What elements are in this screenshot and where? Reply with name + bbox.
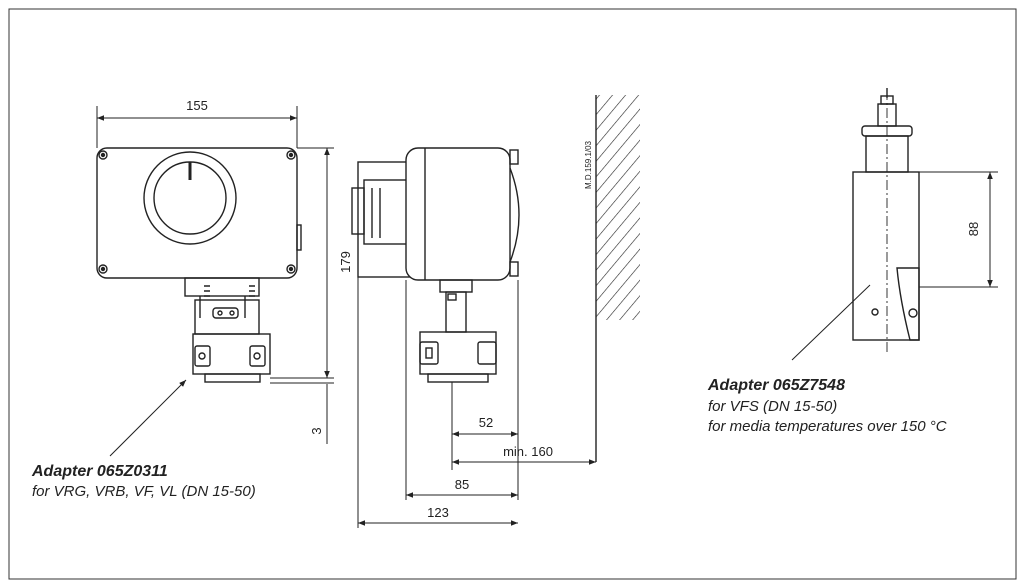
adapter-065Z7548-drawing xyxy=(852,88,920,341)
caption-right-line2: for media temperatures over 150 °C xyxy=(708,418,947,435)
dimension-179 xyxy=(270,147,334,379)
side-dimension-lines xyxy=(357,277,519,528)
dimension-3-label: 3 xyxy=(309,427,324,434)
leader-right xyxy=(791,284,871,361)
dimension-85-label: 85 xyxy=(455,477,469,492)
leader-left xyxy=(109,379,187,457)
dimension-123-label: 123 xyxy=(427,505,449,520)
dimension-min-160-label: min. 160 xyxy=(503,444,553,459)
caption-left-line1: for VRG, VRB, VF, VL (DN 15-50) xyxy=(32,483,256,500)
side-view-actuator xyxy=(351,147,520,383)
dimension-52-label: 52 xyxy=(479,415,493,430)
page-border xyxy=(8,8,1017,580)
dimension-155-label: 155 xyxy=(186,98,208,113)
dimension-179-label: 179 xyxy=(338,251,353,273)
caption-right-line1: for VFS (DN 15-50) xyxy=(708,398,837,415)
caption-left-title: Adapter 065Z0311 xyxy=(31,463,168,480)
drawing-code: M.D.159.1/03 xyxy=(584,140,593,189)
dimension-155 xyxy=(96,106,298,148)
dimension-88-label: 88 xyxy=(966,222,981,236)
caption-right-title: Adapter 065Z7548 xyxy=(707,377,845,394)
dimension-3 xyxy=(270,382,334,444)
dimension-88 xyxy=(919,171,998,288)
front-view-actuator xyxy=(96,147,302,383)
wall-hatching xyxy=(596,95,640,320)
